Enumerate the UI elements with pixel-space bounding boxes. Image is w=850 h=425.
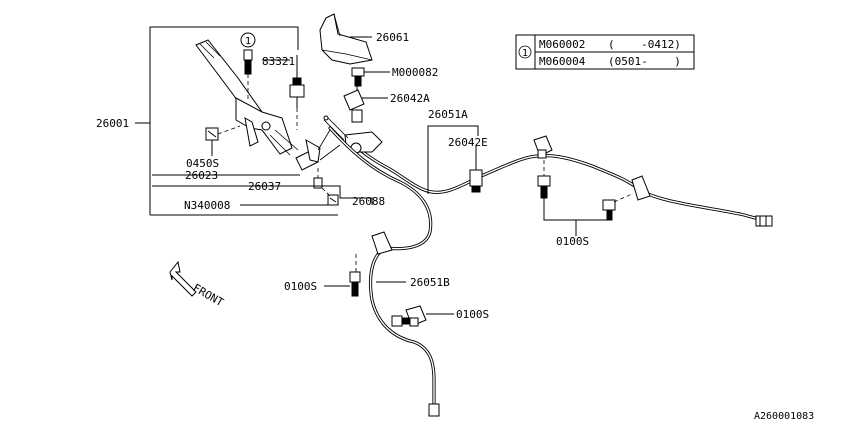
label-26051B: 26051B bbox=[410, 276, 450, 289]
reference-number: A260001083 bbox=[754, 411, 814, 422]
bracket-0100S-right bbox=[543, 198, 609, 236]
applicability-table: 1 M060002 ( -0412) M060004 (0501- ) bbox=[515, 34, 695, 70]
cable-bracket-right-2 bbox=[631, 175, 651, 201]
cable-bracket-right-1 bbox=[533, 135, 553, 159]
label-M000082: M000082 bbox=[392, 66, 438, 79]
cable-bracket-lower-1 bbox=[371, 231, 393, 255]
equalizer-26023 bbox=[295, 129, 341, 171]
leader-lines bbox=[150, 36, 479, 315]
clamp-26042E bbox=[469, 150, 483, 193]
label-0450S: 0450S bbox=[186, 157, 219, 170]
label-0100S-mid: 0100S bbox=[456, 308, 489, 321]
callout-marker-1: 1 bbox=[245, 36, 251, 47]
table-row-1-part: M060002 bbox=[539, 38, 585, 51]
cable-26051B bbox=[328, 126, 440, 417]
switch-83321 bbox=[289, 55, 305, 130]
bolt-0100S-left bbox=[349, 254, 361, 297]
table-marker: 1 bbox=[522, 48, 528, 59]
label-26051A: 26051A bbox=[428, 108, 468, 121]
label-26023: 26023 bbox=[185, 169, 218, 182]
front-arrow: FRONT bbox=[169, 260, 227, 309]
label-26042E: 26042E bbox=[448, 136, 488, 149]
label-N340008: N340008 bbox=[184, 199, 230, 212]
hand-brake-lever bbox=[195, 39, 299, 156]
bolt-0100S-mid bbox=[391, 315, 411, 327]
label-0100S-left: 0100S bbox=[284, 280, 317, 293]
table-row-1-range: ( -0412) bbox=[608, 38, 681, 51]
bolt-0100S-right-2 bbox=[602, 193, 633, 221]
label-26037: 26037 bbox=[248, 180, 281, 193]
label-26001: 26001 bbox=[96, 117, 129, 130]
bracket-26042A bbox=[343, 86, 365, 123]
front-label: FRONT bbox=[191, 281, 227, 309]
bolt-callout-1: 1 bbox=[240, 32, 256, 100]
label-26088: 26088 bbox=[352, 195, 385, 208]
table-row-2-part: M060004 bbox=[539, 55, 586, 68]
bolt-0100S-right-1 bbox=[537, 160, 551, 199]
label-0100S-right: 0100S bbox=[556, 235, 589, 248]
label-26061: 26061 bbox=[376, 31, 409, 44]
clip-26088 bbox=[321, 187, 339, 206]
screw-M000082 bbox=[351, 67, 365, 87]
label-83321: 83321 bbox=[262, 55, 295, 68]
bolt-0450S bbox=[205, 125, 241, 152]
label-26042A: 26042A bbox=[390, 92, 430, 105]
cable-26051A bbox=[323, 115, 773, 227]
bracket-26001 bbox=[135, 26, 299, 215]
table-row-2-range: (0501- ) bbox=[608, 55, 681, 68]
boot-cover-26061 bbox=[319, 13, 373, 65]
nut-26037 bbox=[313, 168, 323, 189]
part-labels: 26001 83321 26061 M000082 26042A 26051A … bbox=[96, 31, 814, 422]
